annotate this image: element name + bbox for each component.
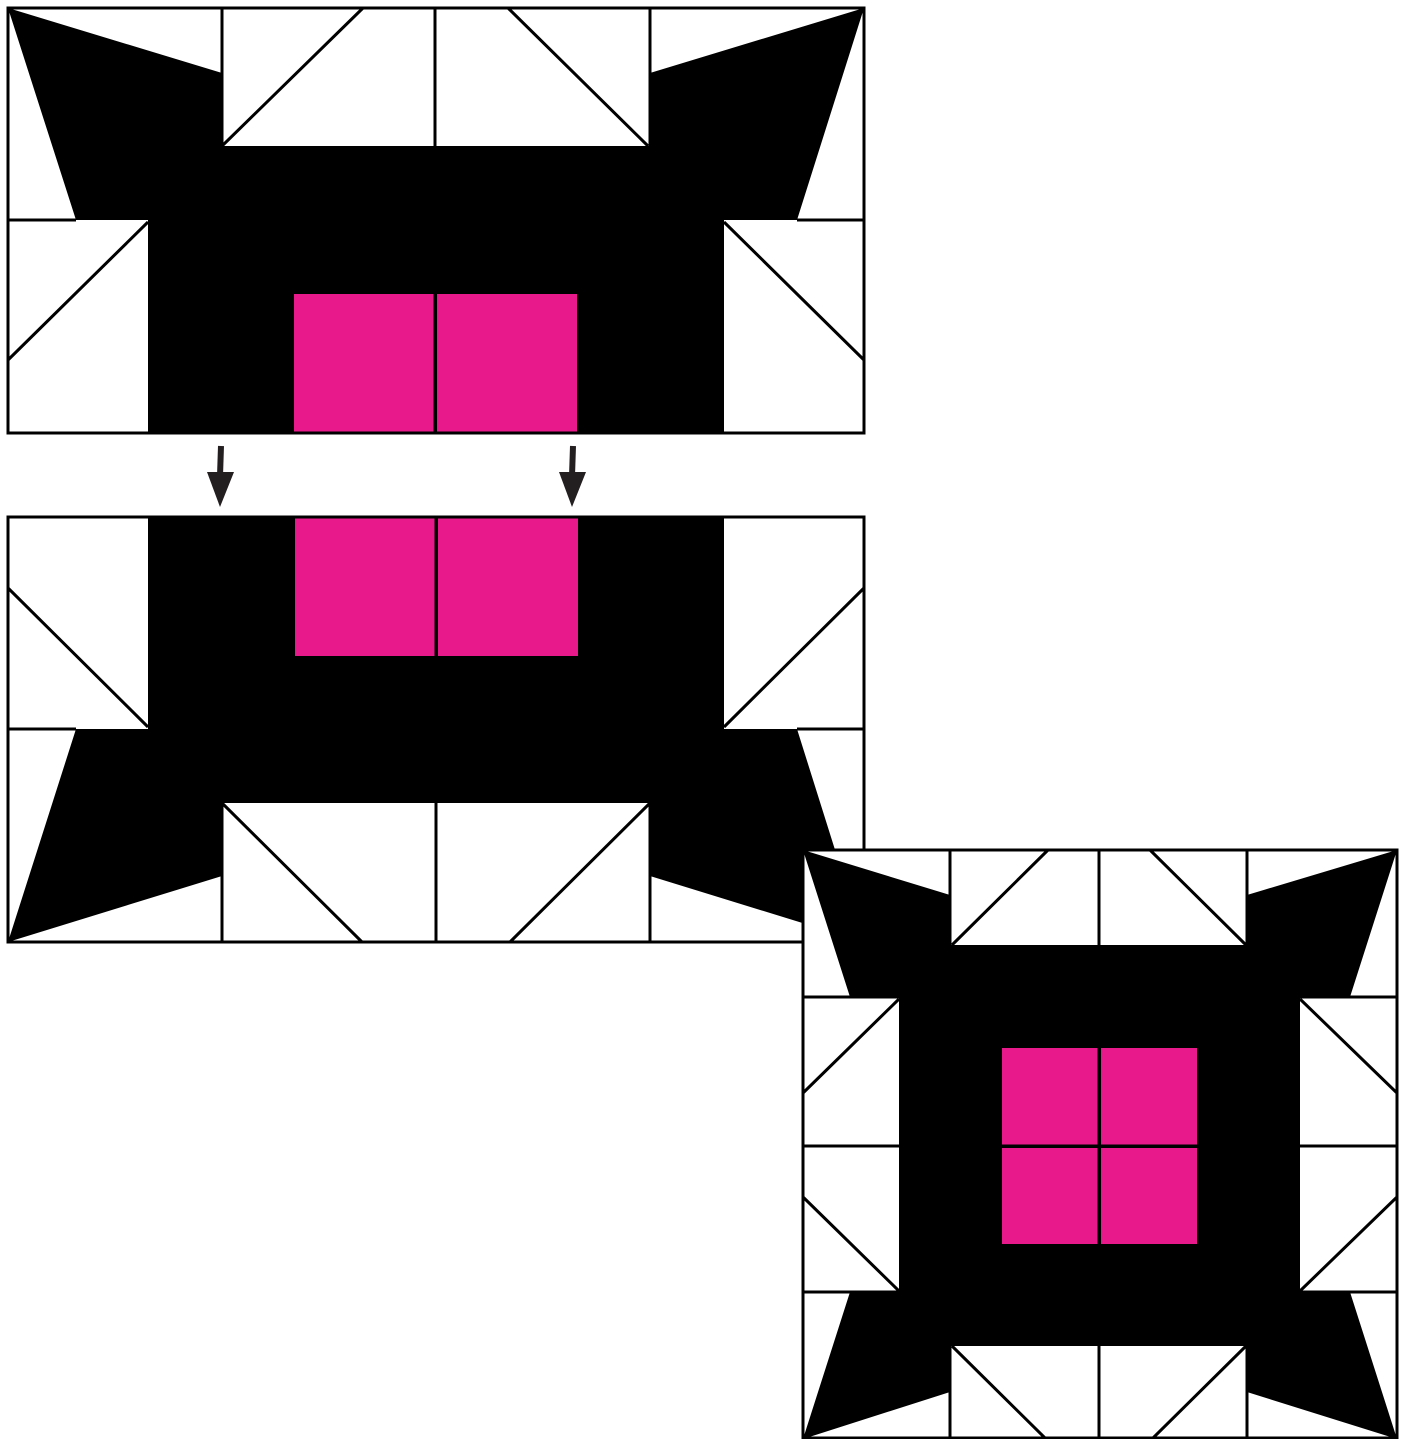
arrow-down-icon [559, 446, 586, 507]
assembled-pink-square-bl [1002, 1148, 1098, 1244]
top-block-pink-square-left [294, 294, 434, 433]
bottom-half-block [8, 517, 864, 942]
bottom-block-pink-square-right [438, 517, 578, 656]
assembled-block [803, 850, 1397, 1439]
arrow-down-icon [207, 446, 234, 507]
top-half-block [8, 8, 864, 433]
assembled-pink-square-br [1101, 1148, 1197, 1244]
bottom-block-pink-square-left [295, 517, 435, 656]
top-block-pink-square-right [437, 294, 577, 433]
assembly-arrows [207, 446, 586, 507]
assembled-pink-square-tl [1002, 1048, 1098, 1145]
assembled-pink-square-tr [1101, 1048, 1197, 1145]
